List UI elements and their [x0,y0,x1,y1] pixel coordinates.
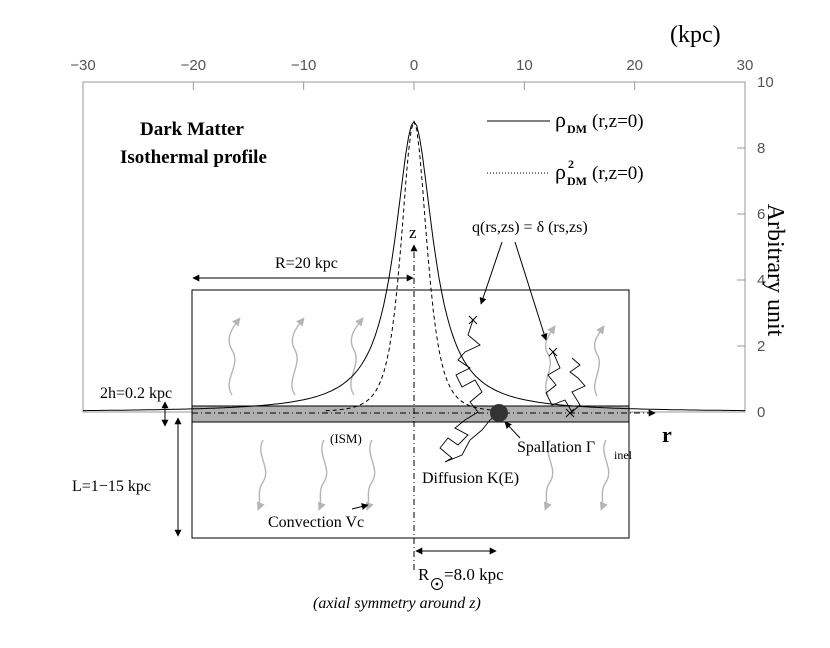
right-axis-tick-label: 10 [757,74,774,91]
right-axis-ticks: 10 8 6 4 2 0 [737,74,774,421]
spallation-dot [490,404,508,422]
z-axis-label: z [409,223,417,242]
source-arrow-1 [479,241,503,305]
halo-thickness-label: 2h=0.2 kpc [100,385,172,402]
right-axis-tick-label: 4 [757,272,765,289]
diffusion-label: Diffusion K(E) [422,470,519,487]
source-arrow-2 [514,241,548,341]
sun-distance-symbol: R [418,565,430,584]
r-axis-label: r [662,422,672,447]
right-axis-tick-label: 6 [757,206,765,223]
top-axis-tick-label: 0 [410,57,418,74]
top-axis-tick-label: 20 [626,57,643,74]
source-marker-1 [468,315,478,325]
title-line-2: Isothermal profile [120,147,267,168]
source-term-label: q(rs,zs) = δ (rs,zs) [472,219,588,236]
right-axis-tick-label: 2 [757,338,765,355]
spallation-arrow [504,421,521,439]
top-axis-tick-label: 10 [516,57,533,74]
source-markers [468,315,575,418]
ism-label: (ISM) [330,431,362,446]
wind-arrow-down-3 [365,439,376,511]
diffusion-random-walks [439,319,586,463]
legend-rho-symbol-1: ρ [555,107,566,132]
sun-icon [431,578,443,590]
source-marker-2 [548,347,558,357]
wind-arrow-down-1 [256,439,267,511]
legend-dotted-label: (r,z=0) [592,163,644,184]
spallation-subscript: inel [614,448,633,462]
wind-arrow-up-2 [291,317,305,396]
wind-arrow-up-1 [228,317,241,396]
top-axis-ticks: −30 −20 −10 0 10 20 30 [70,57,753,90]
axial-symmetry-footnote: (axial symmetry around z) [313,595,481,612]
wind-arrow-down-5 [599,439,610,511]
top-axis-tick-label: −20 [181,57,206,74]
wind-arrow-down-2 [317,439,328,511]
galactic-disk [191,405,630,423]
wind-arrow-up-5 [593,325,605,397]
radius-label: R=20 kpc [275,255,338,272]
halo-height-label: L=1−15 kpc [72,478,151,495]
legend-solid-label: (r,z=0) [592,111,644,132]
convection-wind-arrows [228,317,610,511]
source-marker-3 [565,408,575,418]
right-axis-tick-label: 8 [757,140,765,157]
legend-subscript-2: DM [567,174,587,188]
right-axis-tick-label: 0 [757,404,765,421]
wind-arrow-down-4 [543,439,554,511]
top-axis-tick-label: −30 [70,57,95,74]
legend-rho-symbol-2: ρ [555,159,566,184]
convection-label: Convection Vc [268,514,364,531]
random-walk-2 [545,351,586,413]
random-walk-1 [439,319,499,463]
sun-distance-label: =8.0 kpc [444,565,504,584]
right-axis-label: Arbitrary unit [762,204,788,337]
top-axis-tick-label: 30 [737,57,754,74]
convection-vector-arrow [351,503,369,510]
title-line-1: Dark Matter [140,119,244,140]
top-axis-unit-label: (kpc) [670,22,721,48]
top-axis-tick-label: −10 [291,57,316,74]
legend-subscript-1: DM [567,122,587,136]
legend-superscript-2: 2 [568,157,574,171]
wind-arrow-up-3 [350,317,364,396]
rho2-dm-curve [325,120,503,412]
wind-arrow-up-4 [544,325,556,397]
spallation-label: Spallation Γ [517,439,595,456]
